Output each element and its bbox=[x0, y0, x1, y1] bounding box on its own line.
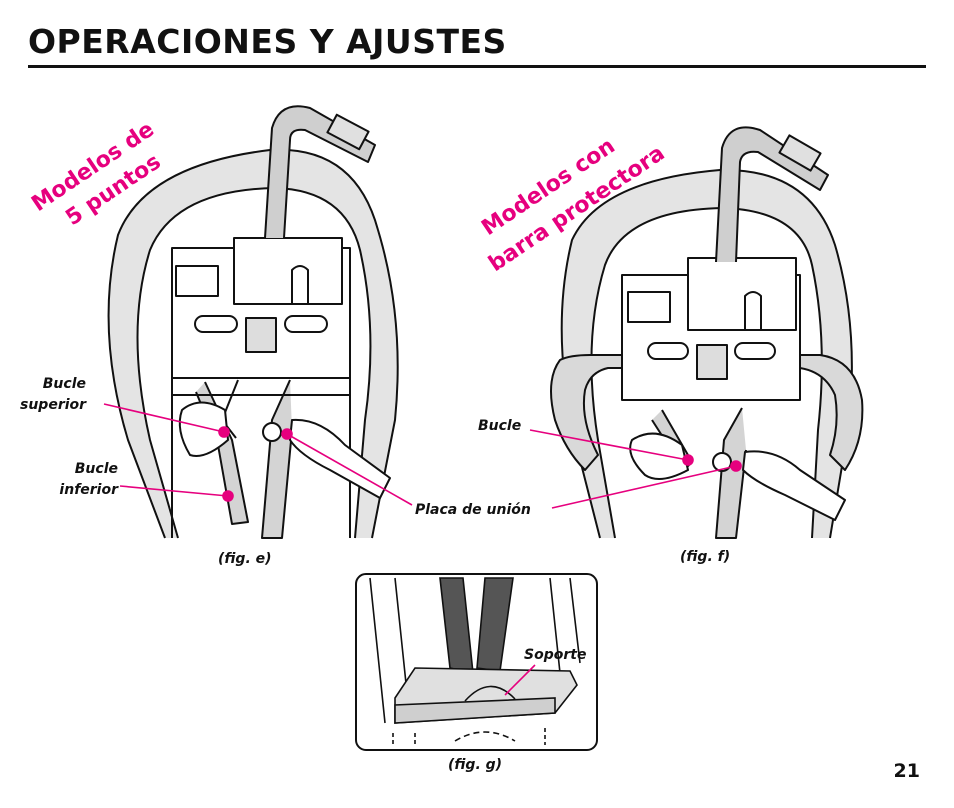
strap-connector-f bbox=[778, 134, 822, 172]
callout-upper-loop-e: Bucle superior bbox=[20, 376, 87, 413]
hand-left-e bbox=[178, 401, 229, 457]
headrest-plate-f bbox=[687, 257, 797, 331]
callout-dot-lower-loop-e bbox=[222, 490, 234, 502]
figure-f-illustration: Modelos con barra protectora bbox=[477, 126, 864, 539]
callout-dot-plate-f bbox=[730, 460, 742, 472]
strap-slot-right-f bbox=[734, 342, 776, 360]
callout-dot-upper-loop-e bbox=[218, 426, 230, 438]
harness-strap-right-f bbox=[715, 407, 747, 539]
buckle-diagram-f bbox=[627, 291, 671, 323]
page-number: 21 bbox=[893, 760, 920, 782]
buckle-plate-e bbox=[262, 422, 282, 442]
center-clip-e bbox=[245, 317, 277, 353]
hand-left-f bbox=[629, 432, 689, 480]
buckle-diagram-e bbox=[175, 265, 219, 297]
figure-g-illustration bbox=[355, 573, 598, 751]
strap-connector-e bbox=[326, 113, 370, 151]
caption-fig-g: (fig. g) bbox=[448, 757, 503, 773]
figure-e-illustration: Modelos de 5 puntos bbox=[27, 105, 413, 539]
headrest-slot-f bbox=[744, 291, 762, 330]
harness-strap-right-e bbox=[261, 379, 293, 539]
title-rule bbox=[28, 65, 926, 68]
caption-fig-f: (fig. f) bbox=[680, 549, 731, 565]
callout-dot-plate-e bbox=[281, 428, 293, 440]
strap-slot-right-e bbox=[284, 315, 328, 333]
protective-bar-f bbox=[550, 354, 864, 471]
headrest-plate-e bbox=[233, 237, 343, 305]
center-clip-f bbox=[696, 344, 728, 380]
callout-plate: Placa de unión bbox=[415, 502, 531, 518]
hand-right-f bbox=[742, 450, 846, 521]
strap-slot-left-e bbox=[194, 315, 238, 333]
strap-slot-left-f bbox=[647, 342, 689, 360]
callout-dot-loop-f bbox=[682, 454, 694, 466]
buckle-plate-f bbox=[712, 452, 732, 472]
headrest-slot-e bbox=[291, 265, 309, 304]
callout-support-g: Soporte bbox=[524, 647, 587, 663]
callout-lower-loop-e: Bucle inferior bbox=[59, 461, 118, 498]
caption-fig-e: (fig. e) bbox=[218, 551, 272, 567]
callout-loop-f: Bucle bbox=[478, 418, 522, 434]
page-title: OPERACIONES Y AJUSTES bbox=[28, 22, 507, 61]
